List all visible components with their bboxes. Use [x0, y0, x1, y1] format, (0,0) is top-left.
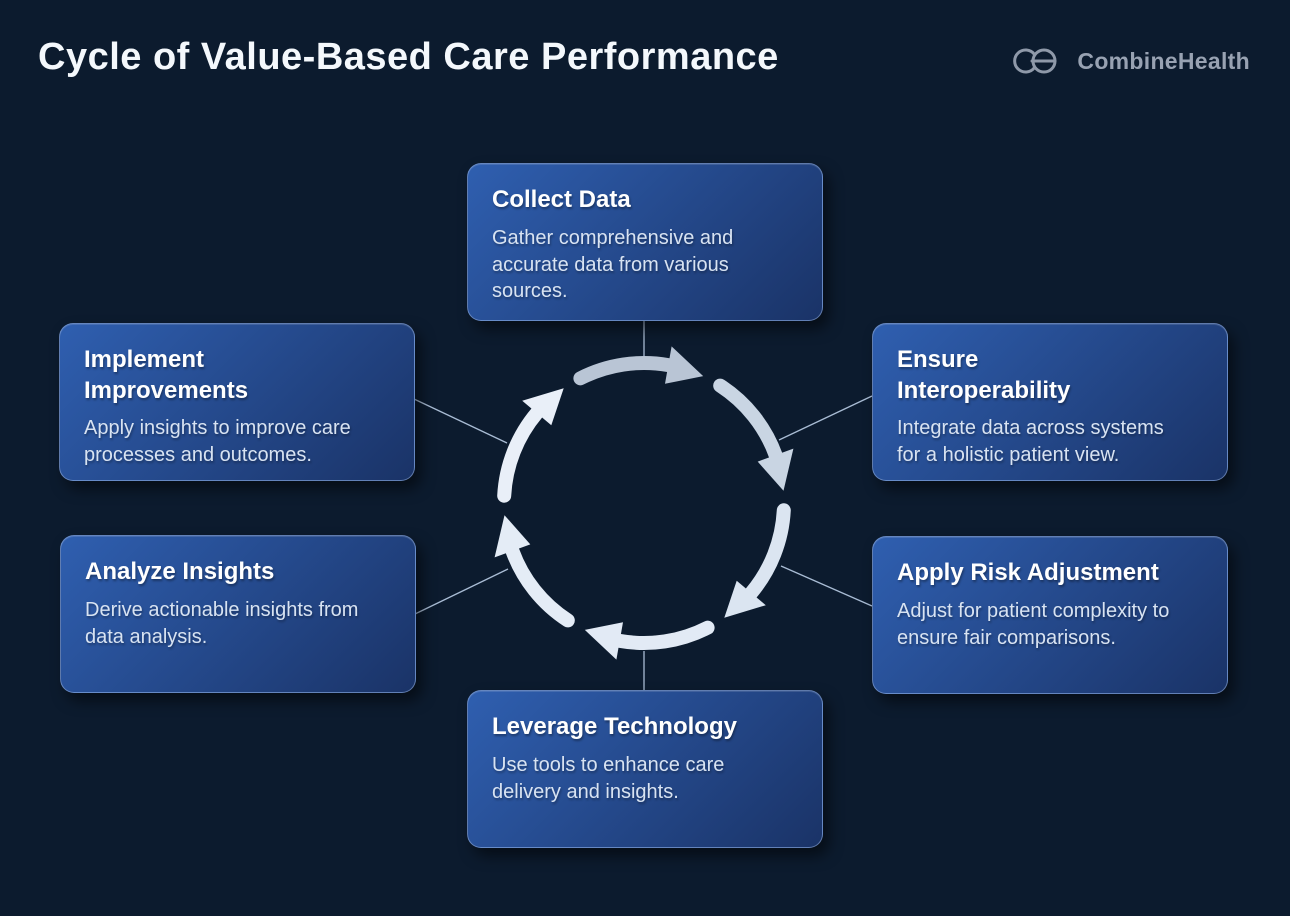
cycle-arc-segment — [505, 543, 575, 628]
step-title: Leverage Technology — [492, 713, 737, 740]
cycle-arrowhead-icon — [494, 515, 531, 558]
cycle-arrowhead-icon — [522, 388, 564, 426]
cycle-arrowhead-icon — [665, 346, 704, 384]
connector-line — [414, 568, 509, 615]
cycle-arc-segment — [713, 378, 783, 463]
connector-line — [778, 395, 873, 441]
cycle-arrowhead-icon — [724, 580, 766, 618]
step-description: Adjust for patient complexity to ensure … — [897, 599, 1170, 649]
step-title: Apply Risk Adjustment — [897, 559, 1159, 586]
combinehealth-monogram-icon — [1013, 48, 1057, 74]
connector-line — [780, 565, 873, 607]
step-title: Analyze Insights — [85, 558, 275, 585]
cycle-arc-segment — [497, 406, 544, 503]
connector-line — [413, 398, 508, 444]
step-description: Use tools to enhance care delivery and i… — [492, 753, 725, 803]
page-title: Cycle of Value-Based Care Performance — [38, 36, 779, 78]
step-description: Integrate data across systems for a holi… — [897, 417, 1164, 467]
cycle-arc-segment — [744, 503, 791, 600]
step-card-apply-risk-adjustment: Apply Risk Adjustment Adjust for patient… — [872, 536, 1228, 694]
cycle-arc-segment — [573, 356, 676, 386]
step-title: Collect Data — [492, 186, 631, 213]
step-description: Gather comprehensive and accurate data f… — [492, 226, 734, 303]
step-card-analyze-insights: Analyze Insights Derive actionable insig… — [60, 535, 416, 693]
step-title: Ensure Interoperability — [897, 346, 1071, 404]
brand-name: CombineHealth — [1077, 47, 1250, 74]
cycle-arrowhead-icon — [584, 622, 623, 660]
step-card-implement-improvements: Implement Improvements Apply insights to… — [59, 323, 415, 481]
step-card-collect-data: Collect Data Gather comprehensive and ac… — [467, 163, 823, 321]
step-card-leverage-technology: Leverage Technology Use tools to enhance… — [467, 690, 823, 848]
step-description: Apply insights to improve care processes… — [84, 417, 351, 467]
step-title: Implement Improvements — [84, 346, 249, 404]
step-description: Derive actionable insights from data ana… — [85, 598, 359, 648]
brand-logo: CombineHealth — [1011, 40, 1250, 82]
cycle-arrowhead-icon — [757, 448, 794, 491]
cycle-arc-segment — [612, 620, 715, 650]
step-card-ensure-interoperability: Ensure Interoperability Integrate data a… — [872, 323, 1228, 481]
